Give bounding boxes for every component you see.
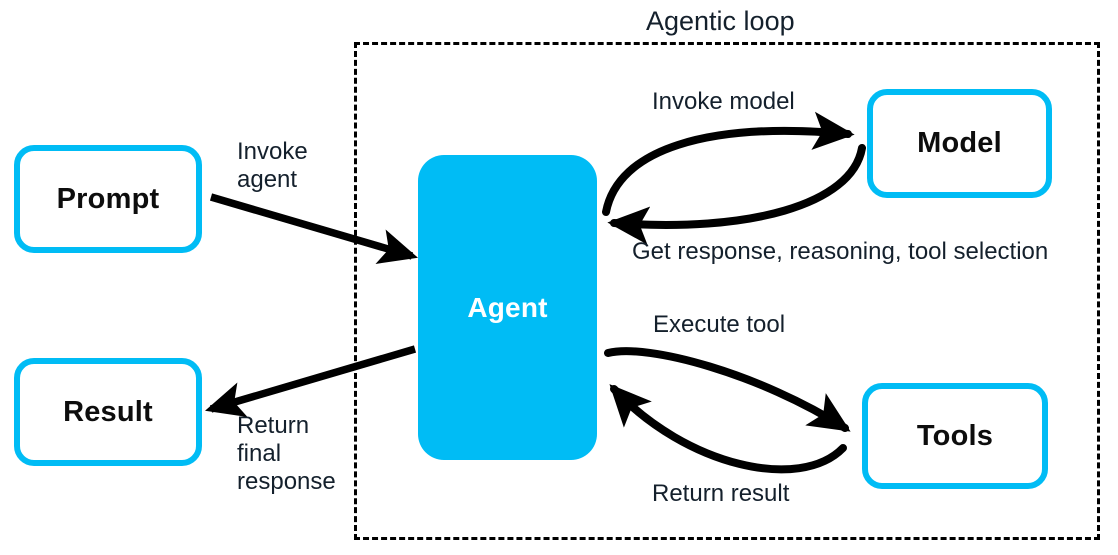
node-prompt[interactable]: Prompt <box>14 145 202 253</box>
edge-label-invoke-model: Invoke model <box>652 88 795 115</box>
edge-label-return-final-response: Return final response <box>237 412 336 495</box>
node-tools-label: Tools <box>916 419 994 452</box>
node-result-label: Result <box>63 395 153 428</box>
edge-label-get-response: Get response, reasoning, tool selection <box>632 238 1049 265</box>
agentic-loop-boundary <box>354 42 1100 540</box>
node-prompt-label: Prompt <box>56 182 160 215</box>
node-tools[interactable]: Tools <box>862 383 1048 489</box>
node-agent[interactable]: Agent <box>418 155 597 460</box>
node-result[interactable]: Result <box>14 358 202 466</box>
node-model-label: Model <box>917 127 1002 159</box>
edge-label-return-result: Return result <box>652 480 790 507</box>
node-agent-label: Agent <box>467 291 548 323</box>
edge-label-execute-tool: Execute tool <box>653 311 786 338</box>
edge-label-invoke-agent: Invoke agent <box>237 138 308 193</box>
agentic-loop-title: Agentic loop <box>646 6 795 36</box>
node-model[interactable]: Model <box>867 89 1052 198</box>
